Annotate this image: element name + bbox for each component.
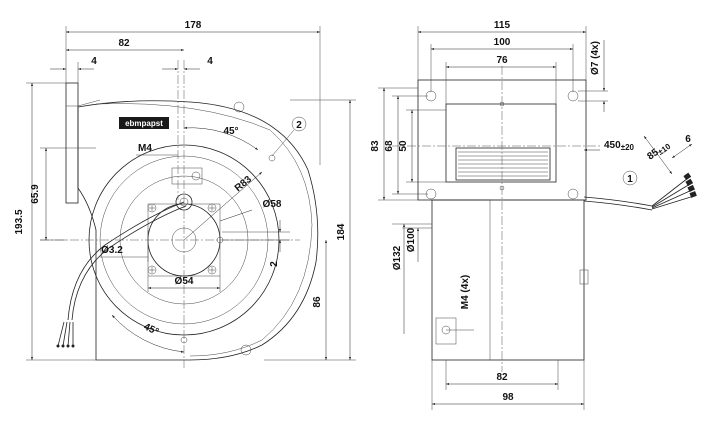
svg-text:Ø100: Ø100 [406,227,417,252]
svg-text:83: 83 [370,140,381,152]
svg-text:193.5: 193.5 [14,209,25,234]
svg-text:184: 184 [336,223,347,240]
svg-text:178: 178 [185,20,202,31]
dia-3-2-label: Ø3.2 [101,245,123,256]
svg-text:50: 50 [398,140,409,152]
svg-text:115: 115 [494,20,511,31]
side-cable-wires [651,172,697,210]
svg-text:82: 82 [118,38,130,49]
svg-text:Ø132: Ø132 [392,245,403,270]
callout-1 [622,170,638,186]
svg-text:6: 6 [685,134,691,145]
motor-housing [431,199,585,361]
flange-holes [425,90,579,200]
cable-length-label: 450±20 [604,140,635,152]
svg-text:85±10: 85±10 [645,139,672,163]
hub-bolts [147,154,276,344]
front-view: ebmpapst [14,20,356,368]
side-cable [583,196,653,207]
svg-text:86: 86 [312,296,323,308]
air-outlet [445,103,557,183]
svg-text:45°: 45° [142,322,160,338]
callout-2 [291,116,307,132]
mounting-strip [65,82,79,204]
svg-text:4: 4 [91,56,97,67]
housing-inner [95,103,313,357]
housing-outline [77,100,319,361]
svg-text:4: 4 [207,56,213,67]
svg-text:2: 2 [269,261,280,267]
brand-label: ebmpapst [125,119,163,128]
side-view: 1 115 100 76 Ø7 (4x) 83 68 50 [370,20,697,410]
brand-plate [119,117,169,129]
svg-text:Ø54: Ø54 [175,276,194,287]
cable-wires [56,321,75,348]
svg-text:98: 98 [502,392,514,403]
m4-4x-label: M4 (4x) [460,275,471,309]
svg-text:82: 82 [496,372,508,383]
hole-label: Ø7 (4x) [590,41,601,75]
svg-text:76: 76 [496,55,508,66]
outlet-louvres [458,151,548,177]
svg-text:65.9: 65.9 [30,184,41,204]
cable [67,201,185,321]
svg-text:2: 2 [296,120,302,131]
svg-text:45°: 45° [223,126,238,137]
m4-label: M4 [138,143,152,154]
dim-85 [643,135,673,175]
dia-58-label: Ø58 [263,199,282,210]
svg-text:68: 68 [384,140,395,152]
radius-label: R83 [233,174,254,195]
svg-text:100: 100 [494,37,511,48]
svg-text:1: 1 [627,174,633,185]
